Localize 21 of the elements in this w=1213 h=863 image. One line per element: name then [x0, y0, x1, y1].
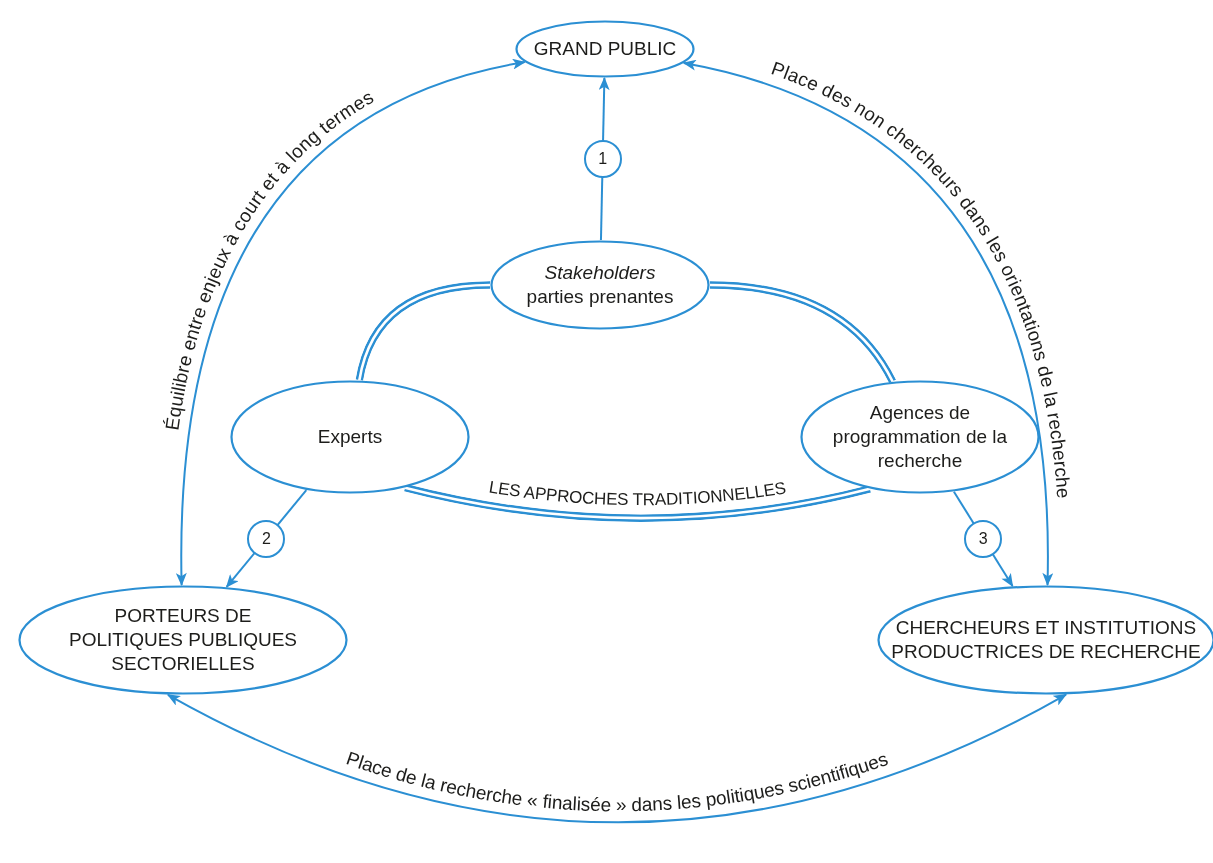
double-line [404, 484, 871, 522]
ellipse-node [490, 240, 710, 330]
node-label: GRAND PUBLIC [533, 37, 677, 61]
ellipse-node [515, 20, 695, 78]
node-label: Stakeholders [544, 261, 656, 285]
callout-number: 1 [583, 140, 622, 178]
arrow [166, 693, 1067, 824]
arrow [176, 59, 526, 587]
ellipse-node [18, 585, 348, 695]
edge-label: LES APPROCHES TRADITIONNELLES [487, 477, 788, 510]
ellipse-node [230, 380, 470, 494]
node-label: CHERCHEURS ET INSTITUTIONS PRODUCTRICES DE RECHERCHE [890, 616, 1202, 664]
ellipse-node [800, 380, 1040, 494]
node-label: parties prenantes [526, 285, 674, 309]
node-label: Experts [317, 425, 383, 449]
callout-number: 3 [964, 519, 1003, 558]
node-label: Agences de programmation de la recherche [831, 401, 1009, 473]
callout-number: 2 [247, 519, 286, 558]
double-line [709, 281, 896, 384]
double-line [355, 281, 491, 381]
node-label: PORTEURS DE POLITIQUES PUBLIQUES SECTORIELLES [67, 604, 299, 676]
